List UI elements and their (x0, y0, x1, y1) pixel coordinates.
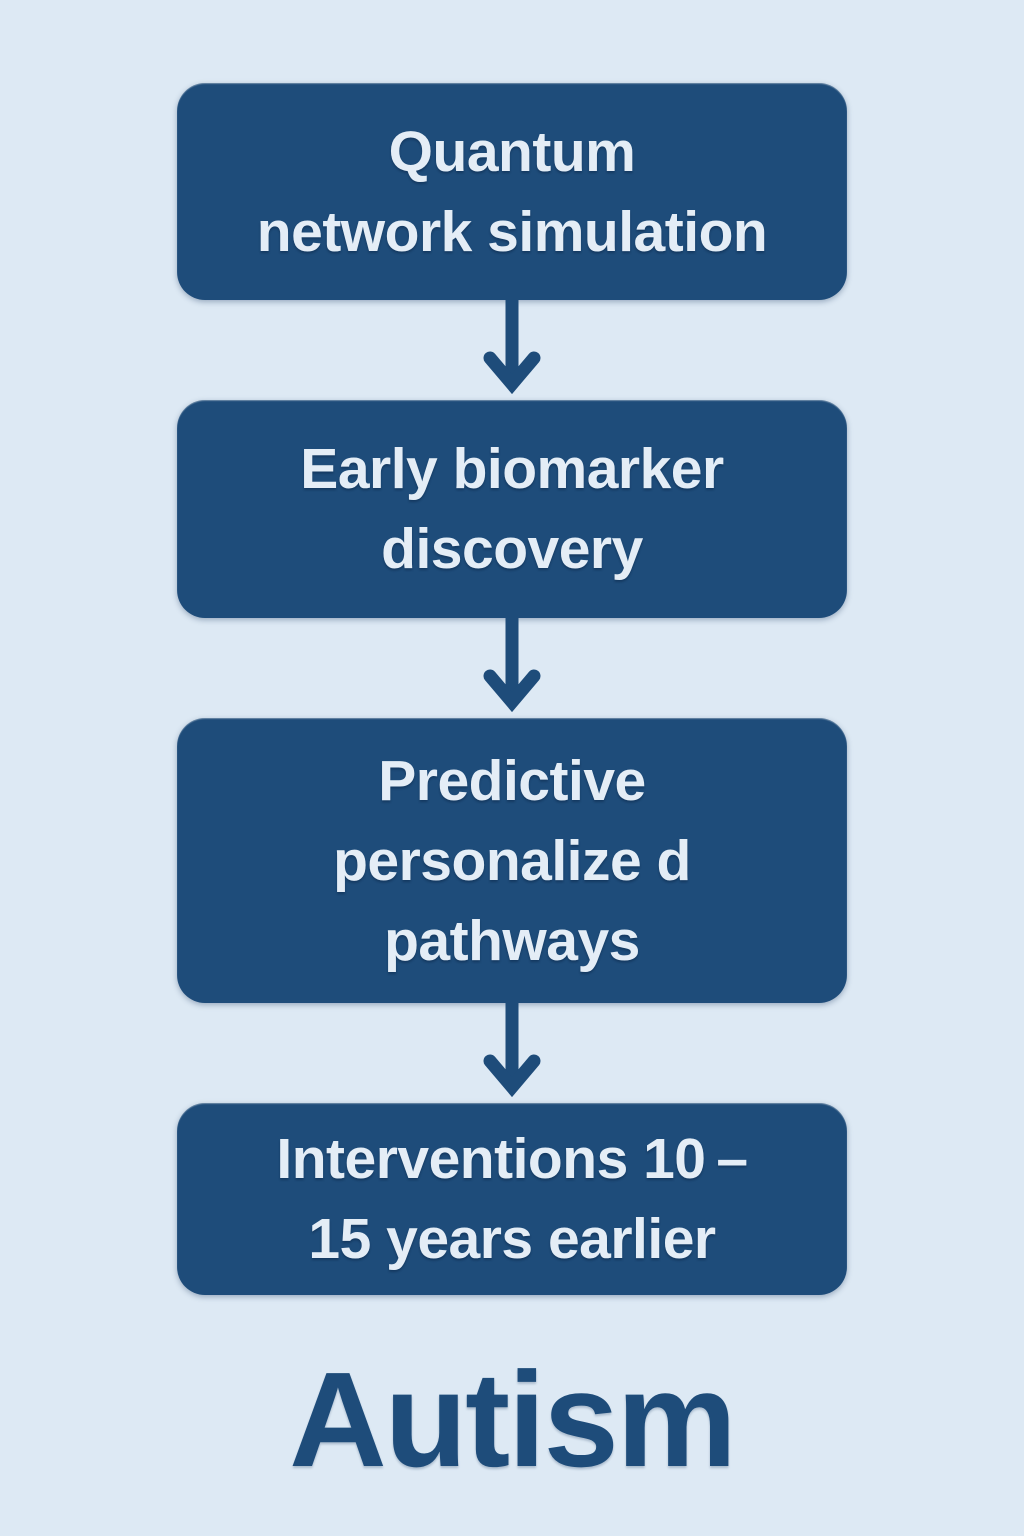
flow-step-early-biomarker-discovery: Early biomarker discovery (177, 400, 847, 618)
flow-step-interventions-earlier: Interventions 10 – 15 years earlier (177, 1103, 847, 1295)
flowchart: Quantum network simulation Early biomark… (177, 83, 847, 1295)
flow-step-label: Early biomarker discovery (300, 437, 724, 581)
flow-step-predictive-personalized-pathways: Predictive personalize d pathways (177, 718, 847, 1003)
caption-autism: Autism (289, 1344, 737, 1495)
down-arrow-icon (483, 300, 541, 395)
flow-step-quantum-network-simulation: Quantum network simulation (177, 83, 847, 300)
down-arrow-icon (483, 618, 541, 713)
flow-step-label: Quantum network simulation (256, 119, 768, 264)
flow-step-label: Predictive personalize d pathways (333, 748, 691, 973)
down-arrow-icon (483, 1003, 541, 1098)
flow-step-label: Interventions 10 – 15 years earlier (276, 1127, 748, 1271)
